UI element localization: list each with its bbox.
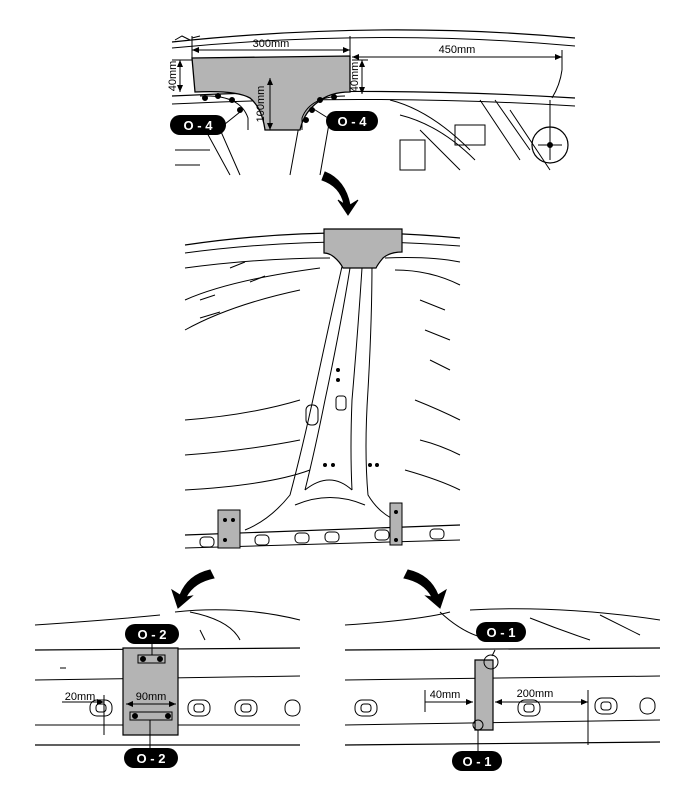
b-pillar-lower-part (122, 647, 179, 736)
svg-text:O - 2: O - 2 (137, 751, 166, 766)
dim-300mm: 300mm (253, 38, 290, 50)
tag-o1-top: O - 1 (476, 622, 526, 642)
dim-right-40mm: 40mm (349, 62, 361, 93)
top-roof-view (171, 29, 576, 176)
tag-o4-left: O - 4 (170, 115, 226, 135)
pillar-top-part (323, 228, 403, 269)
bottom-right-view (344, 608, 661, 752)
tag-o2-top: O - 2 (125, 624, 179, 644)
dim-100mm: 100mm (255, 86, 267, 123)
pillar-bottom-right-part (389, 502, 403, 546)
bottom-left-view (34, 609, 301, 748)
tag-o2-bottom: O - 2 (124, 748, 178, 768)
dim-450mm: 450mm (439, 44, 476, 56)
dim-90mm: 90mm (136, 691, 167, 703)
dim-200mm: 200mm (517, 688, 554, 700)
tag-o4-right: O - 4 (326, 111, 378, 131)
center-pillar-view (184, 228, 461, 549)
curved-arrow-right-icon (403, 569, 447, 609)
svg-text:O - 1: O - 1 (487, 625, 516, 640)
dim-40mm: 40mm (430, 689, 461, 701)
svg-text:O - 2: O - 2 (138, 627, 167, 642)
svg-text:O - 4: O - 4 (184, 118, 214, 133)
curved-arrow-down-icon (321, 171, 359, 216)
dim-20mm: 20mm (65, 691, 96, 703)
dim-left-40mm: 40mm (167, 61, 179, 92)
tag-o1-bottom: O - 1 (452, 751, 502, 771)
svg-text:O - 1: O - 1 (463, 754, 492, 769)
pillar-bottom-left-part (217, 509, 241, 549)
sill-patch-part (474, 659, 494, 731)
svg-text:O - 4: O - 4 (338, 114, 368, 129)
curved-arrow-left-icon (171, 569, 215, 609)
